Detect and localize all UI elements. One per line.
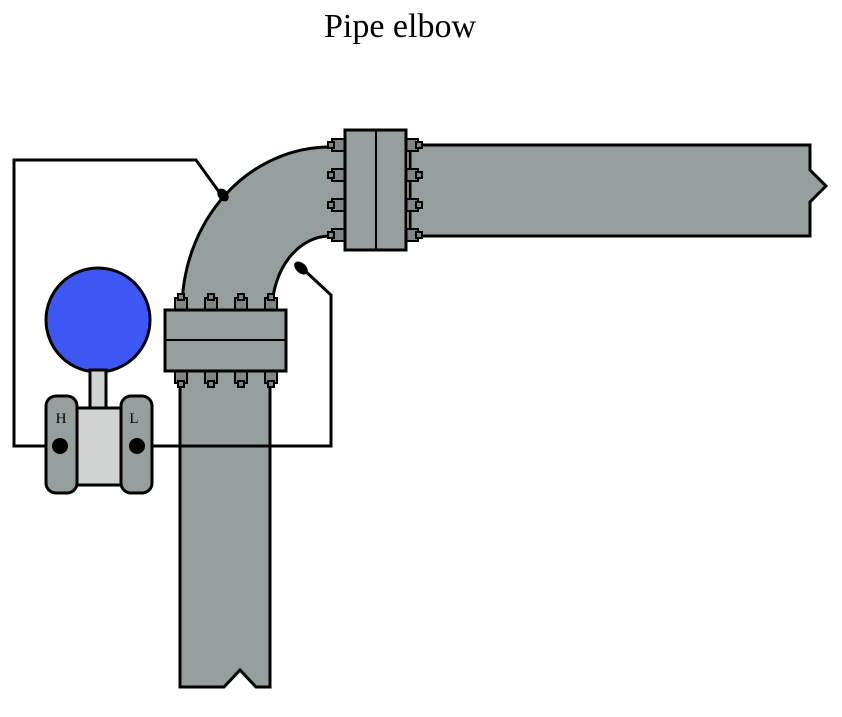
- high-pressure-tap: [217, 188, 229, 202]
- vertical-flange: [163, 308, 288, 373]
- diagram-title: Pipe elbow: [323, 8, 477, 45]
- dp-transmitter: H L: [44, 266, 154, 495]
- transmitter-indicator: [44, 266, 152, 374]
- high-port-connection: [52, 438, 68, 454]
- transmitter-center-body: [73, 406, 125, 487]
- horizontal-pipe: [408, 143, 829, 238]
- vertical-pipe: [178, 368, 272, 689]
- high-impulse-line: [12, 158, 224, 448]
- low-port-label: L: [129, 411, 138, 427]
- transmitter-neck: [88, 368, 108, 412]
- horizontal-flange: [343, 128, 408, 252]
- low-pressure-tap: [294, 261, 308, 275]
- low-impulse-line: [137, 266, 333, 448]
- low-port-connection: [129, 438, 145, 454]
- high-port-label: H: [56, 411, 67, 427]
- pipe-elbow: [180, 145, 347, 312]
